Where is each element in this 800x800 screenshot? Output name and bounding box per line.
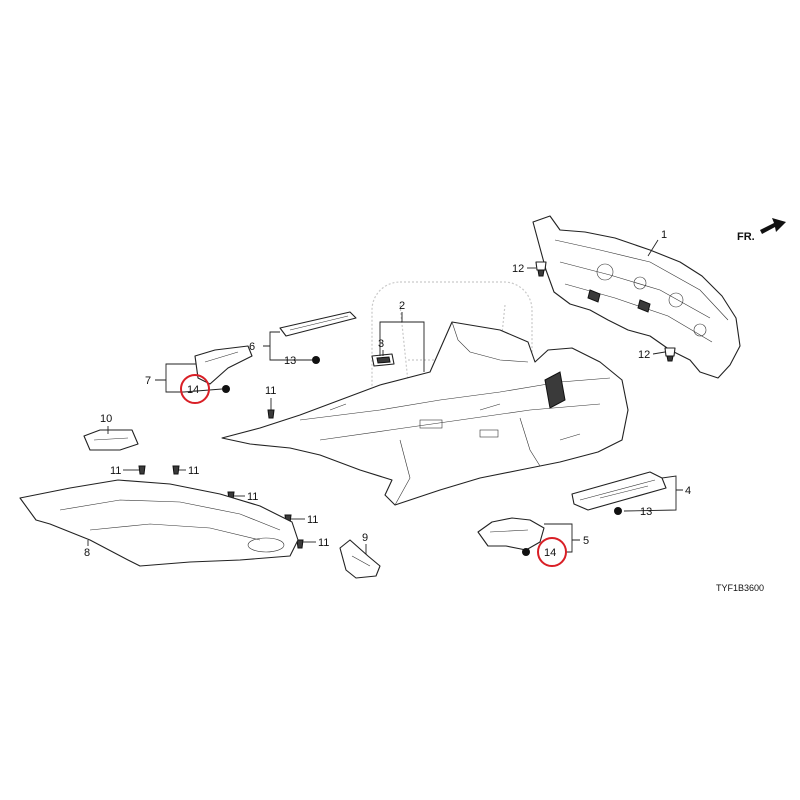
leader-lines (87, 239, 683, 554)
part-10-bracket (83, 429, 139, 451)
callout-11-b: 11 (110, 465, 121, 477)
part-12-clip-lower (664, 347, 676, 362)
part-1-dashboard-insulator (532, 215, 741, 379)
callout-5: 5 (583, 535, 589, 547)
callout-2: 2 (399, 300, 405, 312)
callout-8: 8 (84, 547, 90, 559)
part-6-sill-trim (279, 311, 357, 337)
callout-12-b: 12 (638, 349, 650, 361)
part-13-clip-lower (614, 507, 622, 515)
callout-11-c: 11 (188, 465, 199, 477)
part-9-bracket (339, 539, 381, 579)
callout-10: 10 (100, 413, 112, 425)
callout-3: 3 (378, 338, 384, 350)
part-4-sill-trim (571, 471, 667, 511)
part-14-clip-right (522, 548, 530, 556)
part-5-kick-panel (477, 517, 545, 551)
part-7-kick-panel (194, 345, 253, 385)
callout-11-a: 11 (265, 385, 276, 397)
callout-labels: 1 2 3 4 5 6 7 8 9 10 11 11 11 11 11 11 1… (84, 229, 691, 559)
callout-11-e: 11 (307, 514, 318, 526)
callout-1: 1 (661, 229, 667, 241)
part-12-clip-upper (535, 261, 547, 277)
callout-11-f: 11 (318, 537, 329, 549)
callout-11-d: 11 (247, 491, 258, 503)
callout-6: 6 (249, 341, 255, 353)
callout-14-left: 14 (187, 384, 199, 396)
callout-12-a: 12 (512, 263, 524, 275)
part-13-clip-upper (312, 356, 320, 364)
part-3-clip (371, 353, 395, 367)
callout-7: 7 (145, 375, 151, 387)
drawing-code: TYF1B3600 (716, 583, 764, 593)
callout-4: 4 (685, 485, 691, 497)
front-direction-label: FR. (737, 231, 755, 243)
callout-14-right: 14 (544, 547, 556, 559)
highlight-ring-14-right (537, 537, 567, 567)
part-14-clip-left (222, 385, 230, 393)
callout-13-a: 13 (284, 355, 296, 367)
front-direction-indicator: FR. (737, 218, 786, 243)
callout-13-b: 13 (640, 506, 652, 518)
callout-9: 9 (362, 532, 368, 544)
floor-carpet (221, 321, 629, 506)
front-arrow-icon (760, 218, 786, 234)
part-8-under-tray (19, 479, 299, 567)
highlight-ring-14-left (180, 374, 210, 404)
